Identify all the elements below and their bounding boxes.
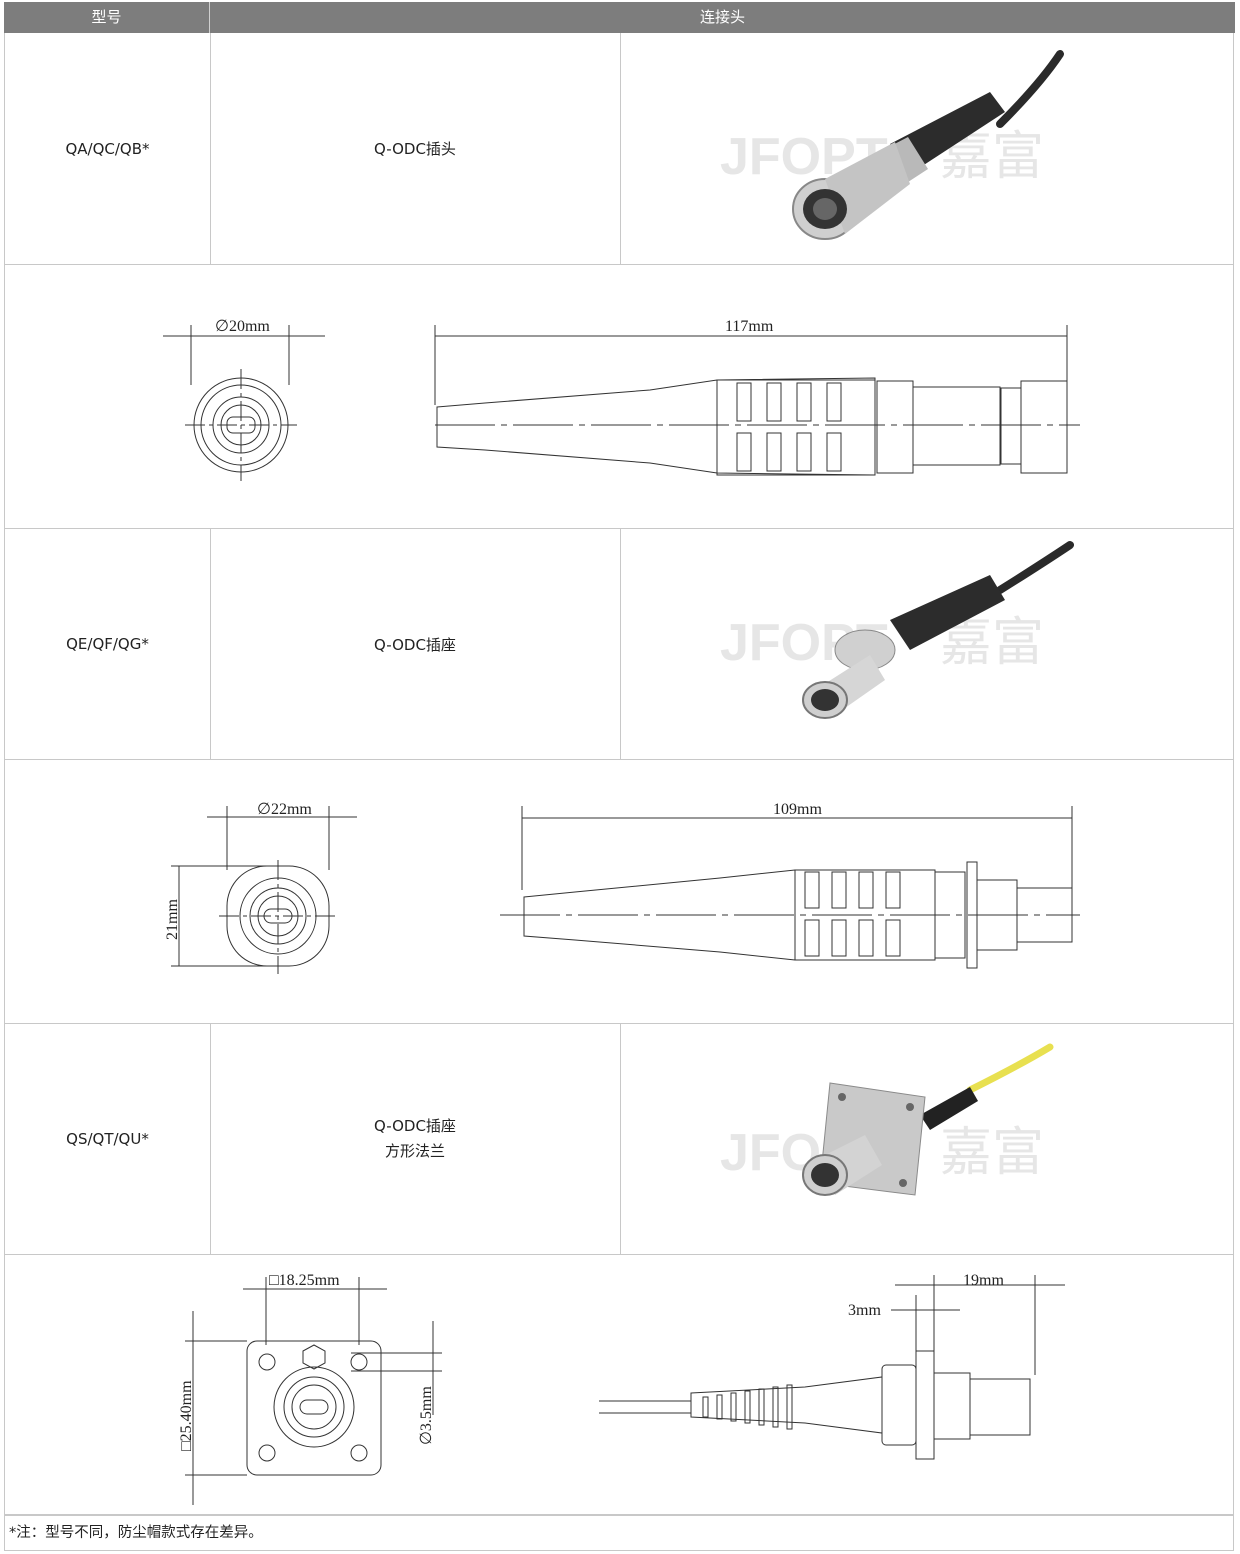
product-photo-flange: JFOPT 嘉富 <box>620 1024 1233 1254</box>
dimension-length: 19mm <box>963 1272 1004 1289</box>
table-row: QA/QC/QB* Q-ODC插头 JFOPT 嘉富 <box>4 33 1234 265</box>
model-cell: QA/QC/QB* <box>5 33 211 264</box>
connector-line2: 方形法兰 <box>384 1142 445 1160</box>
connector-cell: Q-ODC插座 <box>210 529 621 759</box>
header-model: 型号 <box>91 8 122 26</box>
technical-drawing-plug: ∅20mm 117mm <box>163 318 1080 481</box>
table-header: 型号 连接头 <box>4 2 1235 33</box>
dimension-diameter: ∅22mm <box>257 801 312 818</box>
table-row: QE/QF/QG* Q-ODC插座 JFOPT 嘉富 <box>4 529 1234 760</box>
dimension-square: □18.25mm <box>269 1272 340 1289</box>
drawing-row-receptacle: ∅22mm 21mm 109mm <box>4 760 1234 1024</box>
footer-note: *注：型号不同，防尘帽款式存在差异。 <box>4 1515 1234 1551</box>
dimension-diameter: ∅20mm <box>215 318 270 335</box>
dimension-side: □25.40mm <box>178 1380 195 1451</box>
connector-line1: Q-ODC插座 <box>374 1117 456 1135</box>
dimension-length: 117mm <box>725 318 774 335</box>
dimension-length: 109mm <box>773 801 822 818</box>
header-connector: 连接头 <box>699 8 745 26</box>
drawing-row-plug: ∅20mm 117mm <box>4 265 1234 529</box>
technical-drawing-flange: □18.25mm □25.40mm ∅3.5mm 3mm 19mm <box>178 1272 1065 1505</box>
product-photo-receptacle: JFOPT 嘉富 <box>620 529 1233 759</box>
model-cell: QS/QT/QU* <box>5 1024 211 1254</box>
product-photo-plug: JFOPT 嘉富 <box>620 33 1233 264</box>
model-cell: QE/QF/QG* <box>5 529 211 759</box>
technical-drawing-receptacle: ∅22mm 21mm 109mm <box>164 801 1080 974</box>
drawing-row-flange: □18.25mm □25.40mm ∅3.5mm 3mm 19mm <box>4 1255 1234 1515</box>
dimension-height: 21mm <box>164 899 181 940</box>
connector-cell: Q-ODC插头 <box>210 33 621 264</box>
connector-cell: Q-ODC插座 方形法兰 <box>210 1024 621 1254</box>
watermark-chinese: 嘉富 <box>940 1125 1044 1182</box>
dimension-flange: 3mm <box>848 1302 881 1319</box>
dimension-hole: ∅3.5mm <box>418 1386 435 1445</box>
table-row: QS/QT/QU* Q-ODC插座 方形法兰 JFOPT 嘉富 <box>4 1024 1234 1255</box>
